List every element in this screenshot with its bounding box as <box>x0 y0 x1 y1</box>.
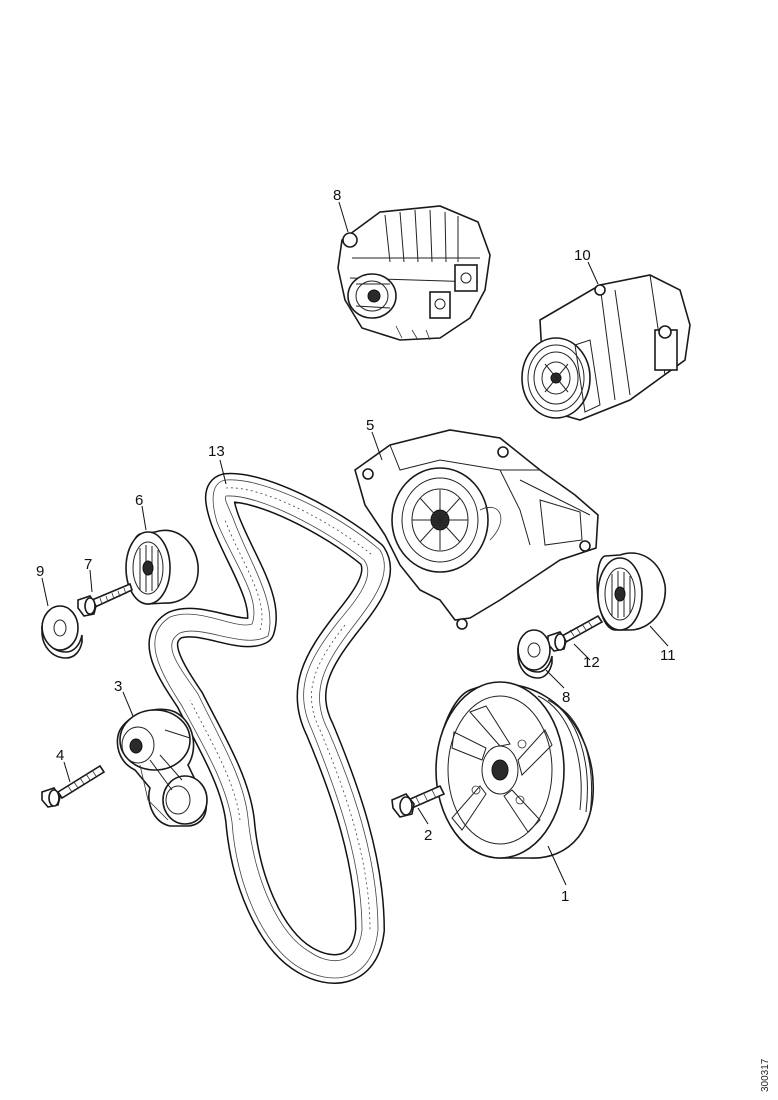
callout-8-right: 8 <box>562 689 570 706</box>
callout-2: 2 <box>424 827 432 844</box>
idler-pulley-6 <box>125 529 199 605</box>
callout-3: 3 <box>114 678 122 695</box>
washer-8-right <box>517 629 553 679</box>
reference-code: 300317 <box>760 1058 771 1092</box>
crankshaft-pulley-1 <box>435 681 594 859</box>
callout-labels: 1 2 3 4 5 6 7 8 9 8 10 11 12 13 <box>36 187 676 905</box>
bolt-7 <box>77 582 133 617</box>
callout-1: 1 <box>561 888 569 905</box>
drive-belt-13 <box>148 472 392 984</box>
callout-4: 4 <box>56 747 64 764</box>
callout-5: 5 <box>366 417 374 434</box>
alternator-9 <box>337 205 491 341</box>
ac-compressor-10 <box>521 274 691 421</box>
callout-7: 7 <box>84 556 92 573</box>
callout-12: 12 <box>583 654 600 671</box>
bolt-2 <box>391 784 446 818</box>
water-pump-5 <box>354 429 599 630</box>
washer-9-left <box>41 605 83 659</box>
callout-6: 6 <box>135 492 143 509</box>
idler-pulley-11 <box>596 552 667 631</box>
callout-9-top: 8 <box>333 187 341 204</box>
callout-11: 11 <box>660 647 676 664</box>
leader-lines <box>41 201 669 886</box>
callout-10: 10 <box>574 247 591 264</box>
bolt-12 <box>547 614 604 652</box>
bolt-4 <box>41 764 106 808</box>
callout-9-left: 9 <box>36 563 44 580</box>
belt-tensioner-3 <box>116 708 208 827</box>
callout-13: 13 <box>208 443 225 460</box>
